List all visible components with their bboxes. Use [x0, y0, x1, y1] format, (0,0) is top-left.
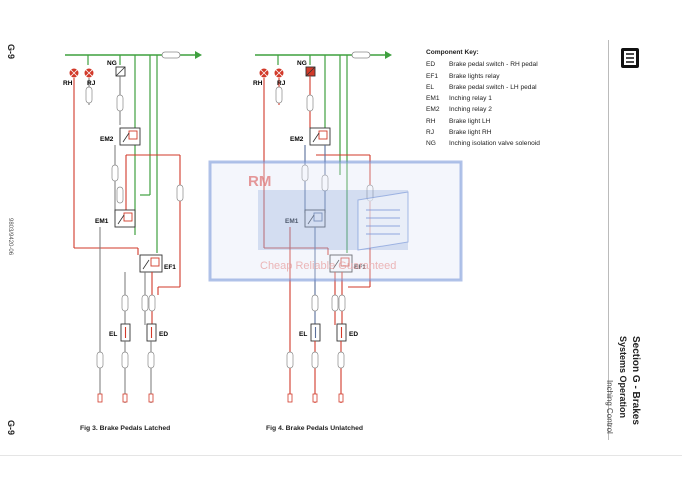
fig4-caption: Fig 4. Brake Pedals Unlatched [266, 425, 364, 432]
key-code: EM1 [426, 95, 440, 103]
fig4-connector-icon [337, 351, 345, 369]
key-row: EM2 Inching relay 2 [426, 104, 540, 115]
key-desc: Brake lights relay [449, 72, 500, 80]
fig4-connector-icon [301, 164, 309, 182]
fig4-connector-icon [311, 294, 319, 312]
fig3-connector-icon [121, 294, 129, 312]
fig4-label-rh: RH [253, 80, 263, 87]
fig4-connector-icon [275, 86, 283, 104]
fig4-connector-icon [321, 174, 329, 192]
key-desc: Brake light RH [449, 129, 492, 137]
key-row: EM1 Inching relay 1 [426, 93, 540, 104]
fig4-label-el: EL [299, 331, 307, 338]
section-subsection: Inching Control [605, 380, 614, 434]
fig3-circuit-diagram: RH RJ NG EM2 EM1 EF1 EL ED [63, 51, 202, 403]
fig4-label-ng: NG [297, 60, 307, 67]
watermark-overlay: RM [208, 160, 463, 282]
fig4-label-ed: ED [349, 331, 358, 338]
fig4-label-rj: RJ [277, 80, 286, 87]
key-desc: Inching isolation valve solenoid [449, 140, 540, 148]
key-desc: Inching relay 2 [449, 106, 492, 114]
key-desc: Brake light LH [449, 117, 491, 125]
key-row: EL Brake pedal switch - LH pedal [426, 82, 540, 93]
fig3-connector-icon [96, 351, 104, 369]
right-margin-rule [608, 40, 609, 440]
key-row: EF1 Brake lights relay [426, 71, 540, 82]
fig3-label-el: EL [109, 331, 117, 338]
key-code: ED [426, 61, 436, 69]
fig3-supply-arrow-icon [195, 51, 202, 59]
key-row: RH Brake light LH [426, 116, 540, 127]
page-number-top: G-9 [6, 44, 16, 60]
key-code: EL [426, 83, 435, 91]
component-key: Component Key: ED Brake pedal switch - RH… [426, 47, 540, 150]
fig4-terminal-icon [312, 393, 318, 403]
fig3-connector-icon [148, 294, 156, 312]
key-desc: Inching relay 1 [449, 95, 492, 103]
section-title: Section G - Brakes [630, 336, 641, 425]
fig4-connector-icon [306, 94, 314, 112]
fig3-connector-icon [116, 94, 124, 112]
watermark-text: Cheap Reliable Guaranteed [260, 260, 397, 272]
jcb-logo-icon [621, 48, 639, 68]
fig3-terminal-icon [97, 393, 103, 403]
page-number-bottom: G-9 [6, 420, 16, 436]
fig4-circuit-diagram: RH RJ NG EM2 EM1 EF1 EL ED [253, 51, 392, 403]
key-desc: Brake pedal switch - LH pedal [449, 83, 537, 91]
fig3-connector-icon [147, 351, 155, 369]
key-code: RH [426, 117, 436, 125]
fig4-label-ef1: EF1 [354, 264, 366, 271]
section-subtitle: Systems Operation [618, 336, 628, 419]
watermark-logo: RM [248, 173, 271, 190]
fig4-terminal-icon [287, 393, 293, 403]
key-code: RJ [426, 129, 435, 137]
fig3-label-rh: RH [63, 80, 73, 87]
fig3-terminal-icon [122, 393, 128, 403]
fig4-connector-icon [286, 351, 294, 369]
fig3-label-em2: EM2 [100, 136, 114, 143]
key-code: NG [426, 140, 436, 148]
key-row: NG Inching isolation valve solenoid [426, 138, 540, 149]
key-row: RJ Brake light RH [426, 127, 540, 138]
page-footer-divider [0, 455, 682, 456]
fig3-fuse-icon [161, 51, 181, 59]
fig3-terminal-icon [148, 393, 154, 403]
fig4-connector-icon [331, 294, 339, 312]
fig4-fuse-icon [351, 51, 371, 59]
key-code: EM2 [426, 106, 440, 114]
fig3-connector-icon [111, 164, 119, 182]
doc-reference: 9803/9420-06 [7, 218, 13, 256]
fig3-label-rj: RJ [87, 80, 96, 87]
fig3-label-ng: NG [107, 60, 117, 67]
fig3-label-ef1: EF1 [164, 264, 176, 271]
fig3-connector-icon [121, 351, 129, 369]
fig4-connector-icon [338, 294, 346, 312]
fig4-label-em1: EM1 [285, 218, 299, 225]
key-code: EF1 [426, 72, 439, 80]
fig3-caption: Fig 3. Brake Pedals Latched [80, 425, 171, 432]
key-desc: Brake pedal switch - RH pedal [449, 61, 538, 69]
fig3-label-ed: ED [159, 331, 168, 338]
fig4-connector-icon [311, 351, 319, 369]
component-key-title: Component Key: [426, 49, 479, 56]
fig3-label-em1: EM1 [95, 218, 109, 225]
key-row: ED Brake pedal switch - RH pedal [426, 59, 540, 70]
fig3-connector-icon [116, 186, 124, 204]
fig4-terminal-icon [338, 393, 344, 403]
fig4-label-em2: EM2 [290, 136, 304, 143]
fig3-connector-icon [141, 294, 149, 312]
fig4-supply-arrow-icon [385, 51, 392, 59]
fig3-connector-icon [176, 184, 184, 202]
fig3-connector-icon [85, 86, 93, 104]
